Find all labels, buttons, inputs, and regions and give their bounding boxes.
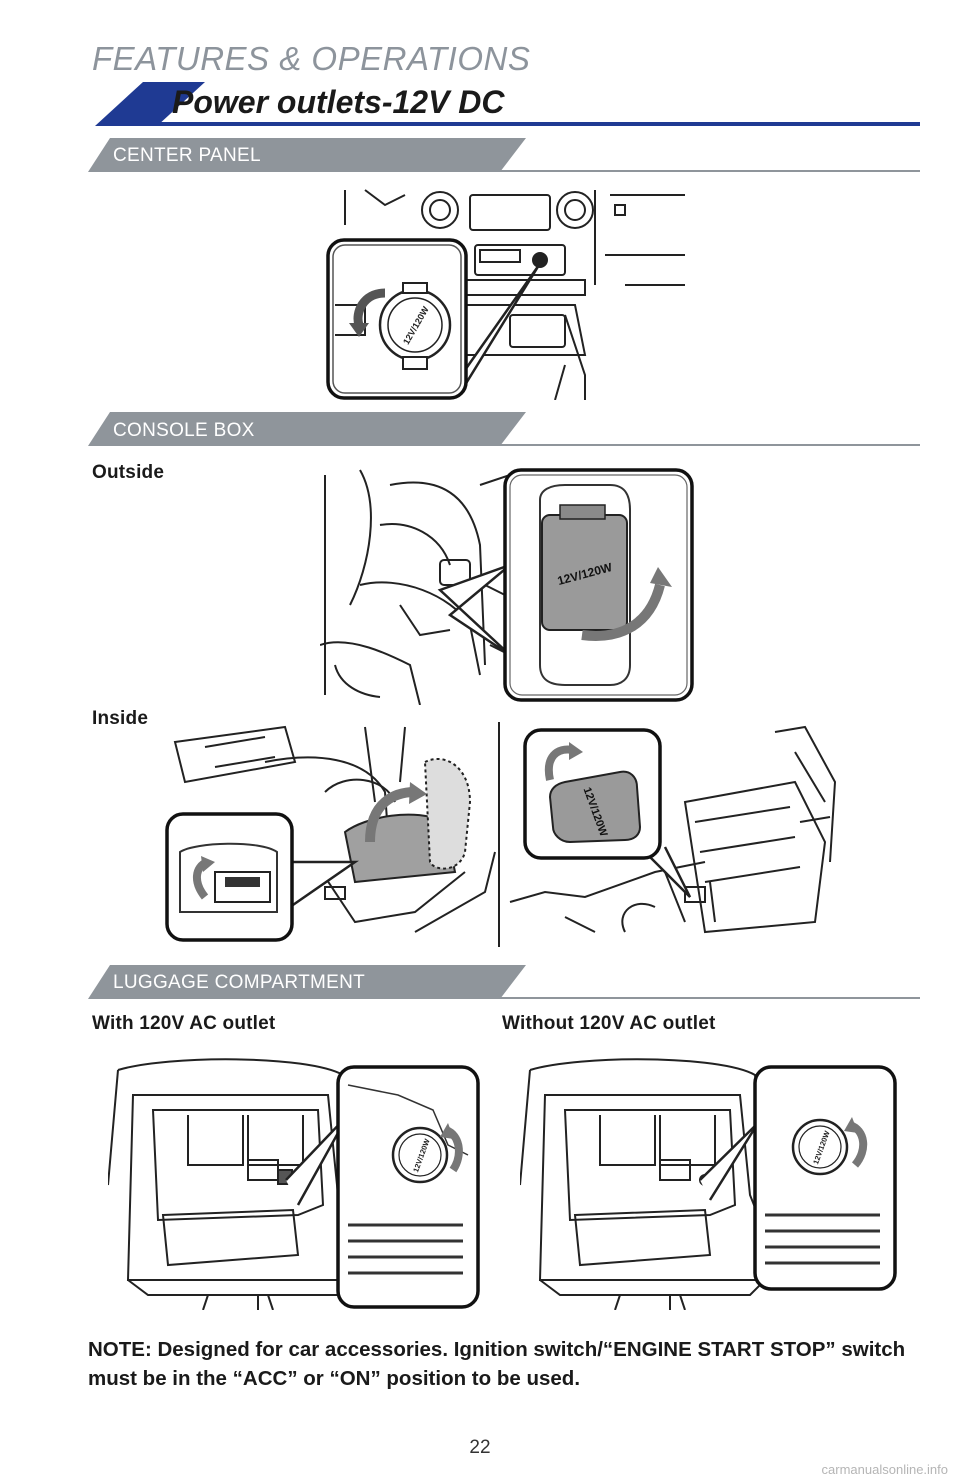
console-inside-right-illustration: 12V/120W <box>509 725 837 934</box>
usage-note: NOTE: Designed for car accessories. Igni… <box>88 1338 906 1390</box>
title-band <box>95 82 920 126</box>
without-ac-caption: Without 120V AC outlet <box>502 1013 716 1034</box>
console-inside-left-illustration <box>165 722 500 947</box>
section-title: FEATURES & OPERATIONS <box>92 40 531 77</box>
outside-caption: Outside <box>92 462 165 483</box>
luggage-without-ac-illustration: 12V/120W <box>520 1058 897 1310</box>
center-panel-tab <box>88 138 920 172</box>
luggage-tab <box>88 965 920 999</box>
with-ac-caption: With 120V AC outlet <box>92 1013 276 1034</box>
console-box-label: CONSOLE BOX <box>113 420 255 441</box>
luggage-with-ac-illustration: 12V/120W <box>108 1058 480 1310</box>
center-panel-label: CENTER PANEL <box>113 145 261 166</box>
page-number: 22 <box>469 1437 491 1458</box>
page-title: Power outlets-12V DC <box>172 84 505 120</box>
console-outside-illustration: 12V/120W <box>320 468 694 705</box>
console-box-tab <box>88 412 920 446</box>
luggage-label: LUGGAGE COMPARTMENT <box>113 972 366 993</box>
center-panel-illustration: 12V/120W <box>326 189 685 400</box>
inside-caption: Inside <box>92 708 149 729</box>
watermark: carmanualsonline.info <box>821 1462 948 1477</box>
